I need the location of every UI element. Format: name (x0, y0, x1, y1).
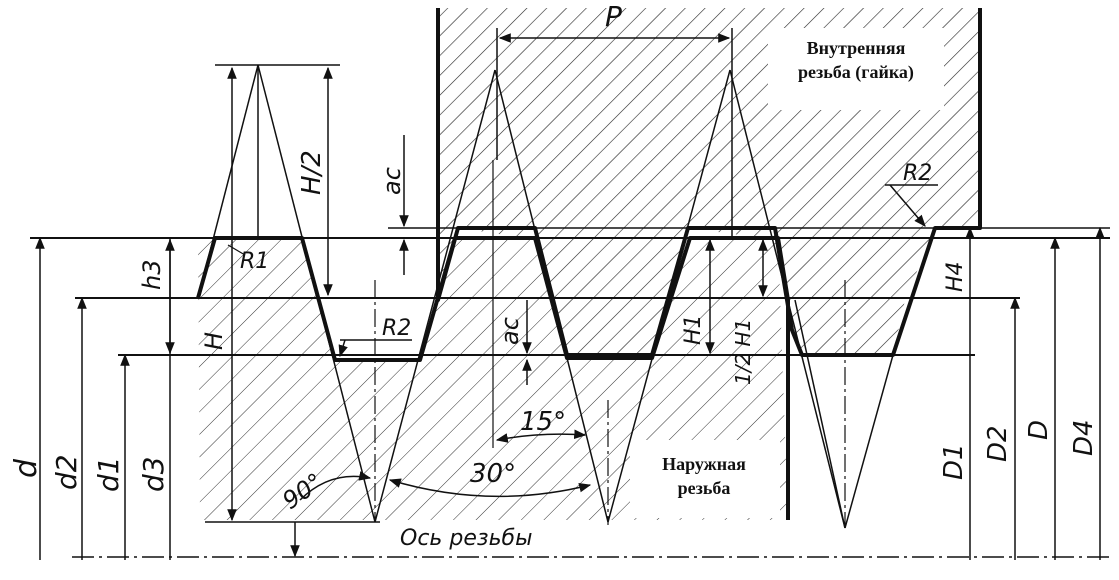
flank-ext-2 (494, 69, 609, 523)
label-H: H (200, 332, 228, 350)
angle30-arc (388, 478, 592, 498)
external-thread-label: Наружная резьба (634, 452, 774, 500)
external-thread-label-line1: Наружная (662, 454, 746, 474)
flank-ext-4 (729, 69, 846, 529)
label-H1: H1 (681, 314, 706, 345)
internal-thread-label-line2: резьба (гайка) (798, 62, 914, 82)
label-d: d (9, 458, 44, 478)
label-H4: H4 (943, 261, 968, 292)
internal-thread-label: Внутренняя резьба (гайка) (772, 36, 940, 84)
label-D4: D4 (1069, 419, 1099, 456)
label-angle-30: 30° (470, 459, 516, 489)
label-R1: R1 (240, 249, 269, 274)
label-d3: d3 (137, 456, 170, 492)
angle15-arc (495, 429, 587, 443)
label-pitch: P (605, 0, 622, 33)
label-thread-axis: Ось резьбы (400, 526, 532, 551)
external-thread-label-box (630, 440, 780, 518)
internal-thread-label-box (768, 28, 944, 110)
label-R2-left: R2 (382, 316, 411, 341)
label-D2: D2 (983, 425, 1013, 462)
R1-leader (227, 244, 246, 256)
flank-ext-1 (374, 69, 496, 523)
external-thread-label-line2: резьба (677, 478, 731, 498)
label-H1-half: 1/2 H1 (731, 319, 755, 385)
label-ac-mid: ac (496, 317, 524, 345)
internal-thread-label-line1: Внутренняя (806, 38, 906, 58)
label-ac-top: ac (378, 167, 406, 195)
flank-ext-6 (794, 299, 846, 529)
label-R2-right: R2 (903, 161, 932, 186)
flank-line-right (257, 64, 376, 523)
label-d1: d1 (92, 456, 125, 492)
R2-right-leader (889, 184, 926, 227)
label-angle-15: 15° (520, 407, 566, 437)
flank-ext-5 (844, 354, 894, 529)
label-h3: h3 (138, 260, 166, 290)
R2-left-leader (338, 339, 348, 358)
label-d2: d2 (50, 454, 83, 490)
angle90-arc (299, 471, 372, 501)
label-H-half: H/2 (297, 150, 327, 195)
label-D: D (1024, 420, 1054, 440)
label-D1: D1 (939, 443, 969, 480)
flank-ext-3 (607, 69, 731, 523)
